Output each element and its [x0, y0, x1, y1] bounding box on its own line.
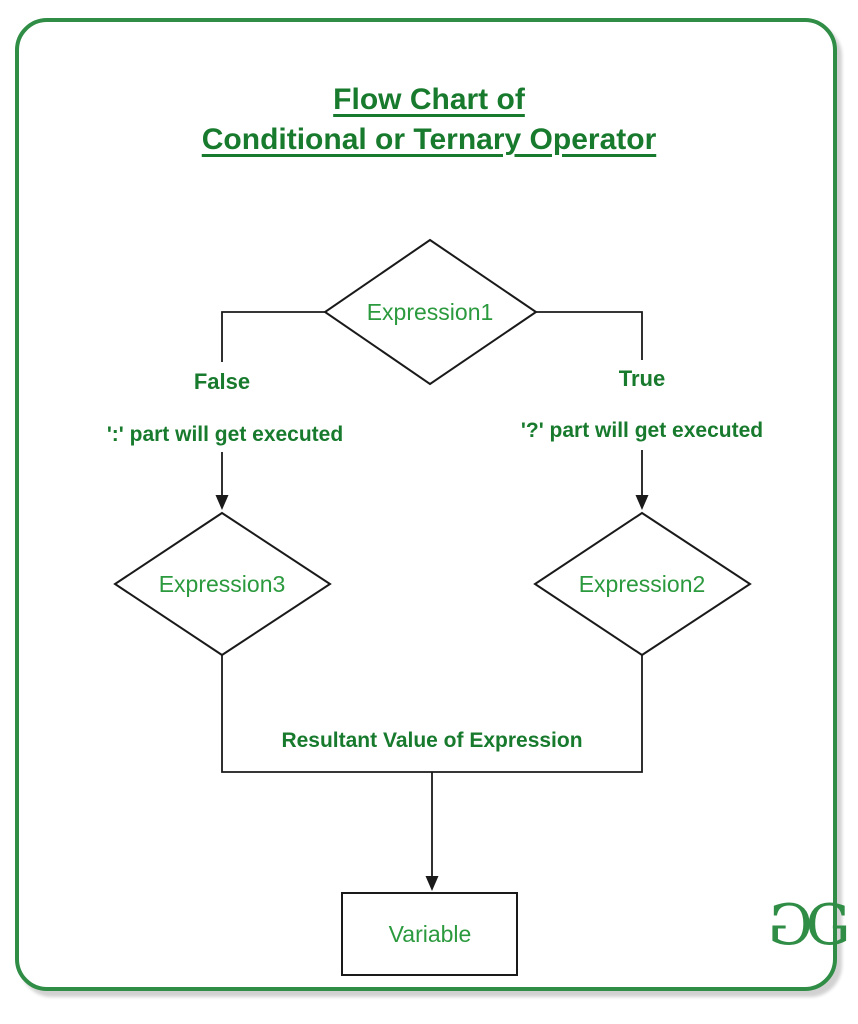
logo-mirrored-g-glyph: G	[768, 893, 813, 958]
process-variable-box	[341, 892, 518, 976]
label-expression1: Expression1	[367, 299, 494, 325]
arrowhead-to-expression3	[215, 495, 229, 510]
decision-expression1	[323, 238, 538, 386]
edge-true-branch	[536, 311, 643, 360]
label-false: False	[194, 369, 250, 394]
label-true-note: '?' part will get executed	[521, 419, 763, 442]
edge-merge-connector	[221, 655, 643, 773]
decision-expression2	[533, 511, 752, 657]
geeksforgeeks-logo: GG	[768, 893, 851, 958]
label-expression2: Expression2	[579, 571, 706, 597]
label-variable: Variable	[389, 921, 472, 947]
page-border-frame	[15, 18, 837, 991]
decision-expression3	[113, 511, 332, 657]
label-expression3: Expression3	[159, 571, 286, 597]
page-title-line2: Conditional or Ternary Operator	[201, 123, 657, 156]
logo-g-glyph: G	[805, 893, 851, 958]
page-title: Flow Chart of Conditional or Ternary Ope…	[0, 80, 858, 160]
arrowhead-to-expression2	[635, 495, 649, 510]
label-true: True	[619, 366, 665, 391]
page-title-line1: Flow Chart of	[333, 83, 525, 116]
arrowhead-to-variable	[425, 876, 439, 891]
label-false-note: ':' part will get executed	[107, 423, 343, 446]
edge-false-branch	[221, 311, 325, 362]
label-result: Resultant Value of Expression	[281, 729, 582, 752]
